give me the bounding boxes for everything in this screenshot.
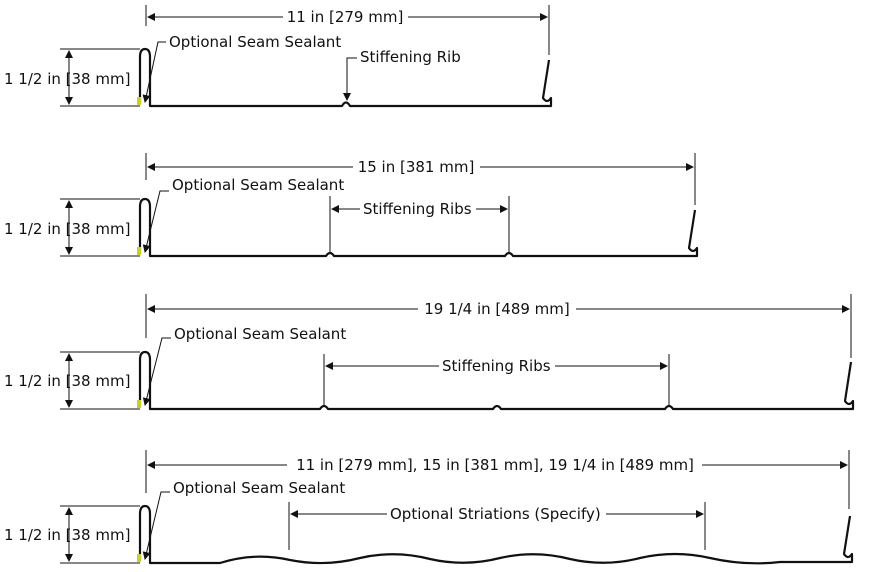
panel-profile: [138, 504, 854, 565]
rib-leader: [343, 57, 357, 101]
seam-sealant: [137, 97, 141, 105]
seam-sealant: [137, 400, 141, 408]
sealant-label: Optional Seam Sealant: [173, 479, 345, 497]
width-label: 11 in [279 mm]: [287, 8, 404, 26]
height-label: 1 1/2 in [38 mm]: [4, 526, 130, 544]
panel-profile: [138, 350, 855, 411]
panel-profile: [138, 197, 699, 258]
height-label: 1 1/2 in [38 mm]: [4, 372, 130, 390]
sealant-leader: [142, 491, 170, 560]
sealant-leader: [142, 41, 166, 103]
rib-label: Stiffening Ribs: [363, 200, 472, 218]
rib-label: Stiffening Ribs: [442, 357, 551, 375]
sealant-leader: [142, 337, 171, 406]
sealant-label: Optional Seam Sealant: [172, 176, 344, 194]
profile-2: 15 in [381 mm] 1 1/2 in [38 mm] Optional…: [4, 153, 699, 258]
height-label: 1 1/2 in [38 mm]: [4, 220, 130, 238]
striation-label: Optional Striations (Specify): [390, 505, 601, 523]
seam-sealant: [137, 247, 141, 255]
seam-sealant: [137, 554, 141, 562]
sealant-label: Optional Seam Sealant: [169, 33, 341, 51]
rib-label: Stiffening Rib: [360, 48, 461, 66]
sealant-label: Optional Seam Sealant: [174, 325, 346, 343]
width-label: 15 in [381 mm]: [358, 158, 475, 176]
width-label: 19 1/4 in [489 mm]: [424, 300, 570, 318]
height-label: 1 1/2 in [38 mm]: [4, 70, 130, 88]
panel-profile: [138, 47, 553, 108]
profile-4: 11 in [279 mm], 15 in [381 mm], 19 1/4 i…: [4, 450, 854, 565]
profile-3: 19 1/4 in [489 mm] 1 1/2 in [38 mm] Opti…: [4, 294, 855, 411]
width-label: 11 in [279 mm], 15 in [381 mm], 19 1/4 i…: [296, 456, 694, 474]
sealant-leader: [142, 190, 169, 253]
profile-1: 11 in [279 mm] 1 1/2 in [38 mm] Optional…: [4, 5, 553, 108]
